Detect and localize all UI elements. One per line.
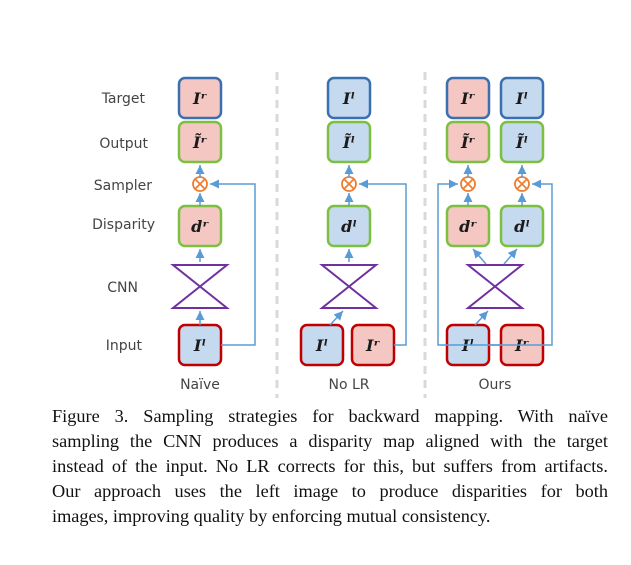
output-left-label: Ĩˡ [515,131,528,152]
panel-title-nolr: No LR [328,377,369,393]
panel-ours: Iʳ Iˡ Ĩʳ Ĩˡ dʳ dˡ Iˡ Iʳ [437,76,553,393]
caption-line: sampling the CNN produces a disparity ma… [52,431,608,451]
target-left-box [499,76,545,120]
sampler-icon [192,176,208,192]
target-label: Iʳ [192,89,207,108]
disparity-label: dʳ [191,217,209,236]
disparity-left-label: dˡ [514,217,530,236]
output-box [177,120,223,164]
disparity-right-label: dʳ [459,217,477,236]
input-right-label: Iʳ [365,336,380,355]
output-right-label: Ĩʳ [460,131,475,152]
target-right-label: Iʳ [460,89,475,108]
cnn-icon [170,264,230,309]
panel-naive: Iʳ Ĩʳ dʳ Iˡ Naïve [170,76,256,393]
row-label-output: Output [99,136,148,152]
target-left-label: Iˡ [515,89,528,108]
row-label-input: Input [106,338,143,354]
sampling-strategies-figure: Target Output Sampler Disparity CNN Inpu… [92,72,553,398]
target-right-box [445,76,491,120]
caption-line: instead of the input. No LR corrects for… [52,456,608,476]
output-right-box [445,120,491,164]
output-label: Ĩʳ [192,131,207,152]
panel-title-naive: Naïve [180,377,220,393]
panel-title-ours: Ours [479,377,512,393]
sampler-right-icon [460,176,476,192]
target-label: Iˡ [342,89,355,108]
sampler-left-icon [514,176,530,192]
cnn-icon [465,264,525,309]
output-label: Ĩˡ [342,131,355,152]
row-label-target: Target [101,91,146,107]
output-box [326,120,372,164]
output-left-box [499,120,545,164]
caption-line: images, improving quality by enforcing m… [52,506,491,526]
caption-line: Our approach uses the left image to prod… [52,481,608,501]
target-box [326,76,372,120]
caption-line: Figure 3. Sampling strategies for backwa… [52,406,608,426]
sampler-icon [341,176,357,192]
target-box [177,76,223,120]
cnn-icon [319,264,379,309]
input-left-label: Iˡ [315,336,328,355]
panel-nolr: Iˡ Ĩˡ dˡ Iˡ Iʳ No LR [299,76,407,393]
figure-caption: Figure 3. Sampling strategies for backwa… [52,404,608,529]
row-label-sampler: Sampler [94,178,152,194]
input-label: Iˡ [193,336,206,355]
row-label-disparity: Disparity [92,217,155,233]
disparity-label: dˡ [341,217,357,236]
row-label-cnn: CNN [107,280,138,296]
input-left-box [299,323,345,367]
